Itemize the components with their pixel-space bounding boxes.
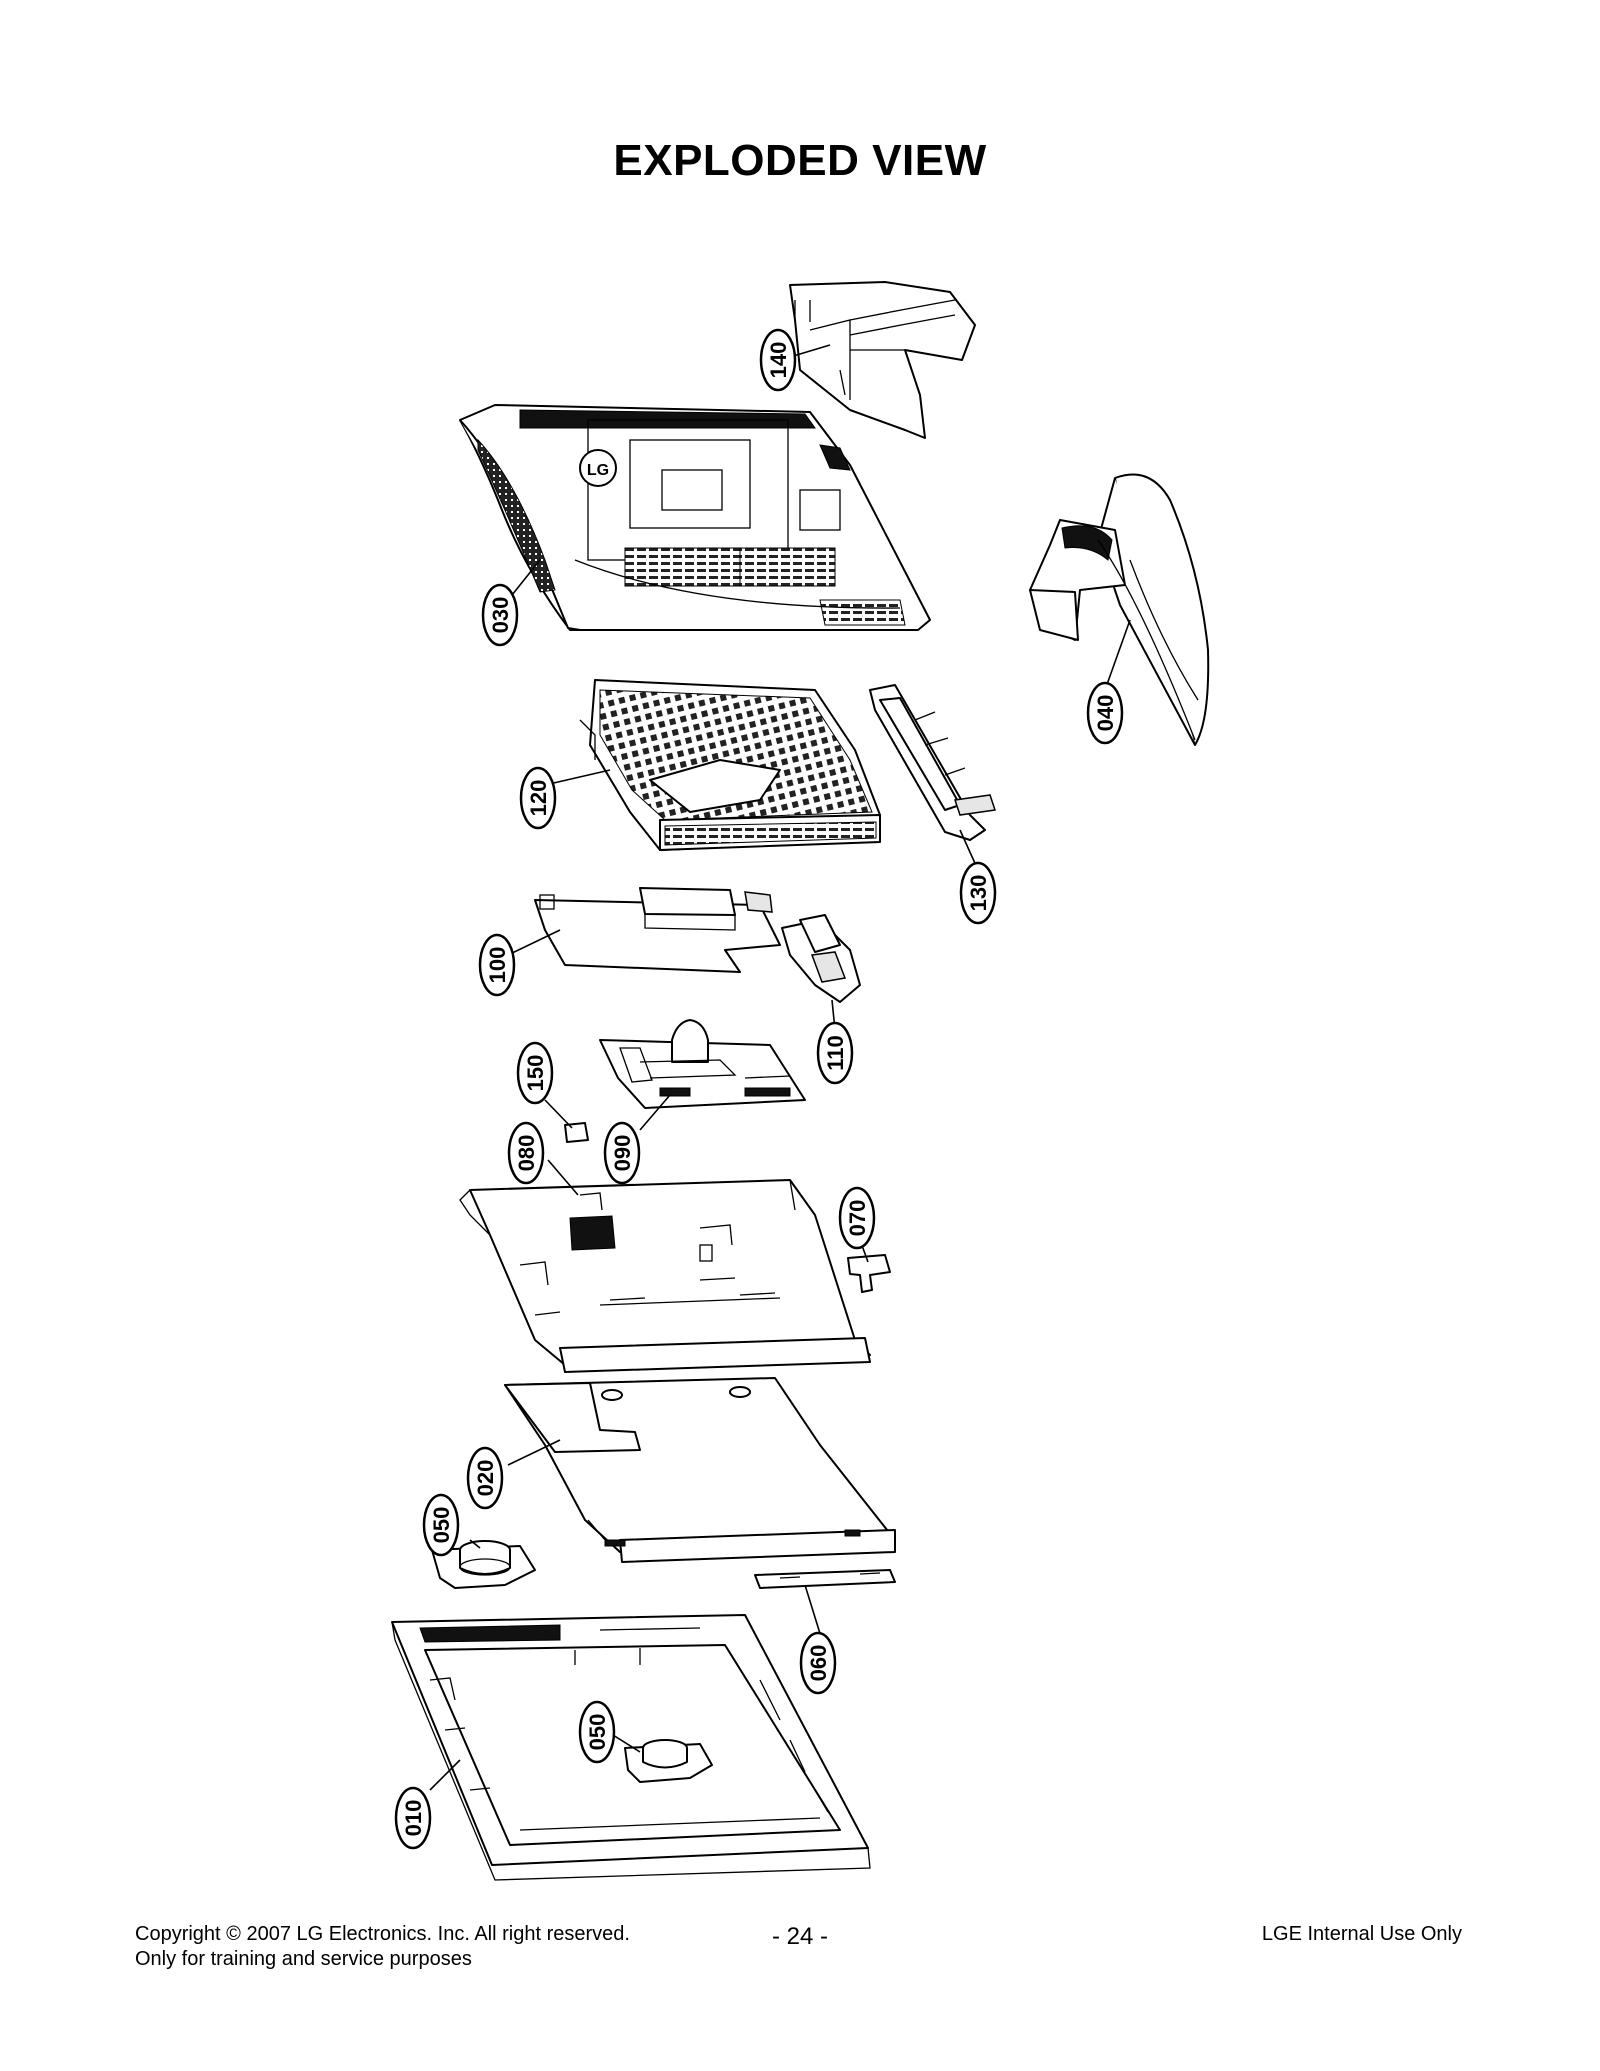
footer-internal-use: LGE Internal Use Only (1261, 1923, 1462, 1945)
svg-text:LG: LG (587, 462, 609, 479)
callout-150: 150 (516, 1041, 554, 1105)
callout-130: 130 (959, 861, 997, 925)
svg-text:060: 060 (806, 1645, 831, 1682)
callout-140: 140 (759, 328, 797, 392)
callout-090: 090 (603, 1121, 641, 1185)
svg-text:090: 090 (610, 1135, 635, 1172)
part-060-control-board (754, 1569, 896, 1589)
page-number: - 24 - (771, 1923, 828, 1950)
part-010-front-cabinet (391, 1614, 871, 1881)
part-050-speaker-upper (431, 1540, 536, 1589)
part-070-bracket (847, 1254, 891, 1293)
callout-080: 080 (507, 1121, 545, 1185)
part-090-main-board (599, 1019, 806, 1109)
callout-120: 120 (519, 766, 557, 830)
svg-text:040: 040 (1093, 695, 1118, 732)
part-050-speaker-lower (624, 1739, 713, 1783)
svg-text:050: 050 (585, 1714, 610, 1751)
part-120-shield-case (579, 679, 881, 851)
callout-020: 020 (466, 1446, 504, 1510)
part-150-small-component (564, 1122, 589, 1143)
page-title: EXPLODED VIEW (613, 136, 987, 185)
part-080-chassis (459, 1179, 871, 1373)
svg-text:020: 020 (473, 1460, 498, 1497)
callout-050-upper: 050 (422, 1493, 460, 1557)
callout-100: 100 (478, 933, 516, 997)
callout-030: 030 (481, 583, 519, 647)
callout-060: 060 (799, 1631, 837, 1695)
svg-text:140: 140 (766, 342, 791, 379)
svg-text:100: 100 (485, 947, 510, 984)
svg-text:080: 080 (514, 1135, 539, 1172)
callout-050-lower: 050 (578, 1700, 616, 1764)
svg-text:050: 050 (429, 1507, 454, 1544)
svg-text:120: 120 (526, 780, 551, 817)
part-030-rear-cover: LG (459, 404, 931, 631)
svg-text:110: 110 (823, 1035, 848, 1071)
lg-logo: LG (579, 449, 617, 487)
svg-text:130: 130 (966, 875, 991, 912)
svg-text:030: 030 (488, 597, 513, 634)
part-110-input-board (781, 914, 861, 1003)
callout-110: 110 (816, 1021, 854, 1085)
callout-010: 010 (394, 1786, 432, 1850)
footer-purpose: Only for training and service purposes (135, 1948, 472, 1970)
footer-copyright: Copyright © 2007 LG Electronics. Inc. Al… (135, 1923, 630, 1945)
footer-copyright-block: Copyright © 2007 LG Electronics. Inc. Al… (135, 1922, 630, 1972)
part-100-power-board (534, 887, 781, 973)
callout-040: 040 (1086, 681, 1124, 745)
svg-text:010: 010 (401, 1800, 426, 1837)
part-020-lcd-panel (504, 1377, 896, 1563)
callout-070: 070 (838, 1186, 876, 1250)
svg-text:150: 150 (523, 1055, 548, 1092)
part-130-side-bracket (869, 684, 996, 841)
svg-text:070: 070 (845, 1200, 870, 1237)
part-140-stand-neck-cover (789, 281, 976, 439)
part-040-stand-base (1029, 473, 1210, 746)
